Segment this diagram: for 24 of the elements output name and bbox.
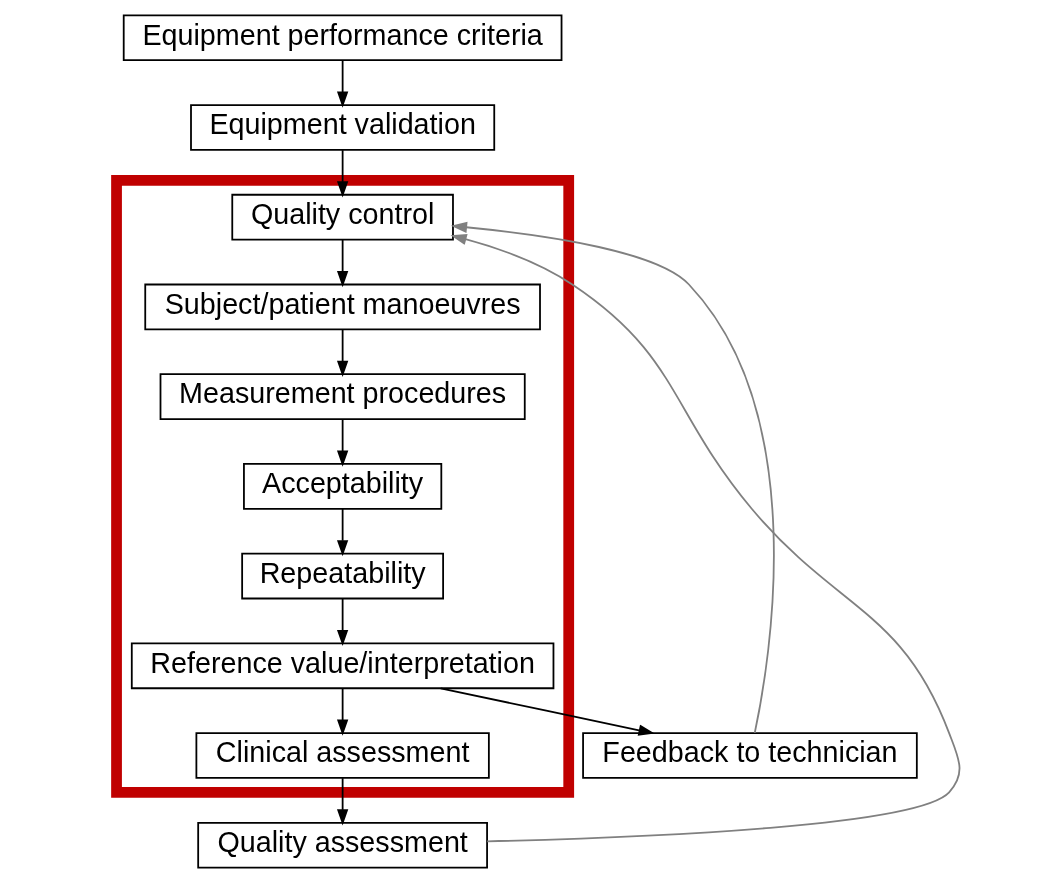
arrow <box>336 597 349 647</box>
node-box: Reference value/interpretation <box>130 642 555 690</box>
arrow <box>336 508 349 557</box>
arrow <box>336 59 349 108</box>
arrow <box>439 687 655 736</box>
arrow <box>336 328 349 377</box>
node-box: Acceptability <box>243 463 443 510</box>
arrow <box>336 687 349 736</box>
node-box: Equipment validation <box>190 104 496 151</box>
cluster <box>111 175 575 798</box>
node-box: Equipment performance criteria <box>122 14 563 62</box>
arrow <box>336 238 349 288</box>
arrow <box>450 233 961 843</box>
node-box: Subject/patient manoeuvres <box>144 283 541 331</box>
node-box: Repeatability <box>241 552 444 600</box>
arrow <box>450 221 775 734</box>
node-box: Feedback to technician <box>582 732 918 779</box>
node-box: Quality assessment <box>197 821 488 869</box>
arrow <box>336 777 349 826</box>
node-box: Clinical assessment <box>195 732 490 779</box>
node-box: Quality control <box>231 193 454 241</box>
arrow <box>336 149 349 198</box>
arrow <box>336 418 349 467</box>
node-box: Measurement procedures <box>159 373 526 420</box>
